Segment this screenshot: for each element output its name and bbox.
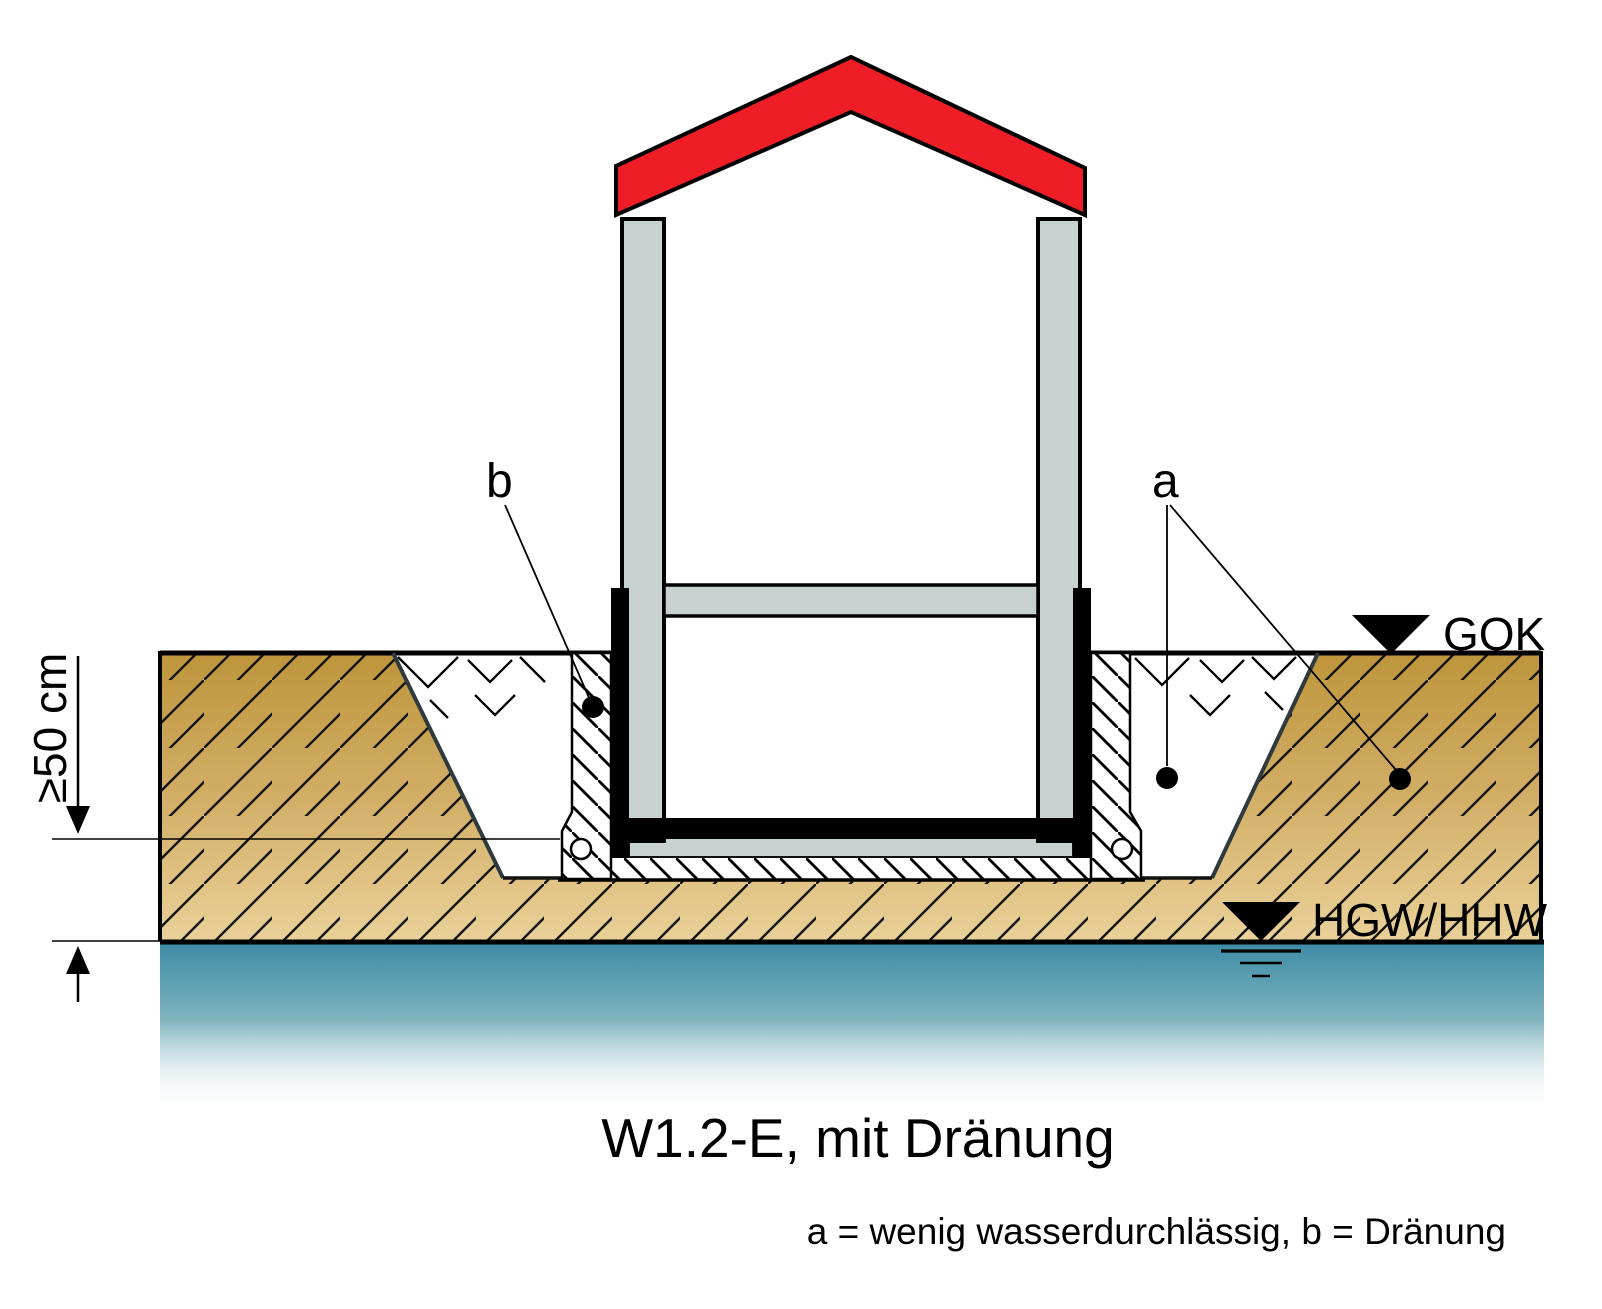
floor-waterproofing — [611, 818, 1091, 839]
backfill-marks-left — [397, 656, 546, 719]
label-a-callout: a — [1152, 455, 1411, 790]
ground-floor-slab — [662, 583, 1040, 618]
diagram-legend: a = wenig wasserdurchlässig, b = Dränung — [807, 1211, 1506, 1252]
gok-marker: GOK — [1352, 608, 1546, 660]
label-b-dot — [582, 696, 604, 718]
building-section — [611, 54, 1091, 858]
drainage-strip-right — [1089, 651, 1143, 881]
label-b-callout: b — [486, 455, 604, 718]
label-b: b — [486, 455, 513, 508]
wall-waterproofing-left — [611, 588, 629, 858]
diagram-title: W1.2-E, mit Dränung — [601, 1107, 1115, 1169]
label-a-dot-backfill — [1156, 767, 1178, 789]
roof — [614, 54, 1087, 219]
hgw-label: HGW/HHW — [1312, 894, 1548, 946]
depth-dimension: ≥50 cm — [24, 653, 560, 1002]
depth-dimension-label: ≥50 cm — [24, 653, 76, 804]
hgw-level-triangle-icon — [1222, 902, 1300, 941]
wall-waterproofing-right — [1073, 588, 1091, 858]
excavation-slope-right — [1210, 652, 1320, 879]
gok-label: GOK — [1443, 608, 1546, 660]
label-a: a — [1152, 455, 1179, 508]
drain-pipe-right-icon — [1110, 837, 1134, 861]
drain-pipe-left-icon — [569, 837, 593, 861]
underslab-drainage-layer — [558, 856, 1145, 882]
dimension-arrow-down-icon — [66, 806, 90, 834]
label-a-dot-soil — [1389, 768, 1411, 790]
foundation-slab — [628, 837, 1074, 858]
groundwater — [160, 943, 1544, 1115]
gok-level-triangle-icon — [1352, 615, 1430, 654]
backfill-marks-right — [1134, 656, 1297, 717]
hgw-marker: HGW/HHW — [1221, 894, 1548, 978]
dimension-arrow-up-icon — [66, 946, 90, 974]
soil-hatch — [160, 653, 1541, 941]
water-level-symbol-icon — [1221, 949, 1301, 978]
excavation-slope-left — [391, 652, 505, 879]
